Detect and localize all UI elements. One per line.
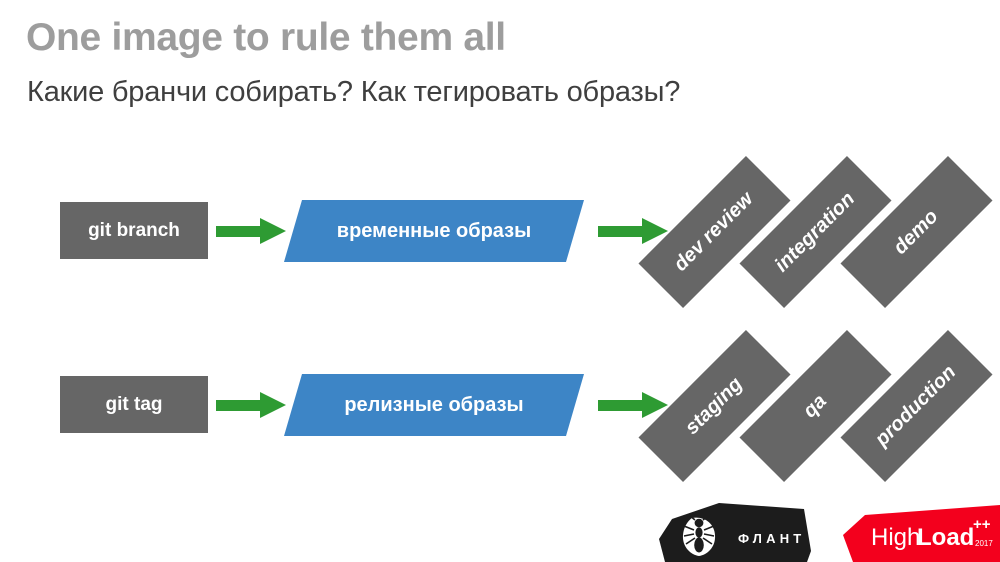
- page-subtitle: Какие бранчи собирать? Как тегировать об…: [27, 76, 681, 108]
- stage-shape-temporary-images: временные образы: [284, 200, 584, 262]
- highload-logo-year: 2017: [975, 539, 993, 548]
- page-title: One image to rule them all: [26, 16, 506, 59]
- arrow-right-icon: [216, 218, 286, 244]
- arrow-shaft: [598, 226, 645, 237]
- source-box-label: git tag: [105, 393, 163, 415]
- tag-chip-label: demo: [889, 205, 943, 259]
- highload-logo-text-high: High: [871, 524, 920, 551]
- highload-logo: High Load ++ 2017: [843, 505, 1000, 562]
- arrow-shaft: [598, 400, 645, 411]
- flow-row-branch: git branch временные образы dev review i…: [0, 150, 1000, 310]
- flant-logo: ФЛАНТ: [659, 503, 811, 562]
- tag-chip-label: qa: [799, 389, 832, 422]
- flow-row-tag: git tag релизные образы staging qa produ…: [0, 324, 1000, 484]
- arrow-shaft: [216, 400, 263, 411]
- arrow-right-icon: [216, 392, 286, 418]
- ant-icon: [682, 514, 716, 556]
- source-box-git-branch: git branch: [60, 202, 208, 259]
- highload-logo-text-load: Load: [917, 524, 974, 551]
- arrow-head: [260, 218, 286, 244]
- highload-logo-plusplus: ++: [973, 516, 991, 533]
- stage-shape-label: временные образы: [336, 219, 532, 242]
- arrow-right-icon: [598, 218, 668, 244]
- arrow-shaft: [216, 226, 263, 237]
- source-box-label: git branch: [88, 219, 180, 241]
- stage-shape-label: релизные образы: [344, 393, 524, 416]
- flant-logo-text: ФЛАНТ: [738, 531, 805, 546]
- highload-logo-shape: [843, 505, 1000, 562]
- source-box-git-tag: git tag: [60, 376, 208, 433]
- tag-chip-label: staging: [681, 372, 748, 439]
- stage-shape-release-images: релизные образы: [284, 374, 584, 436]
- arrow-right-icon: [598, 392, 668, 418]
- arrow-head: [260, 392, 286, 418]
